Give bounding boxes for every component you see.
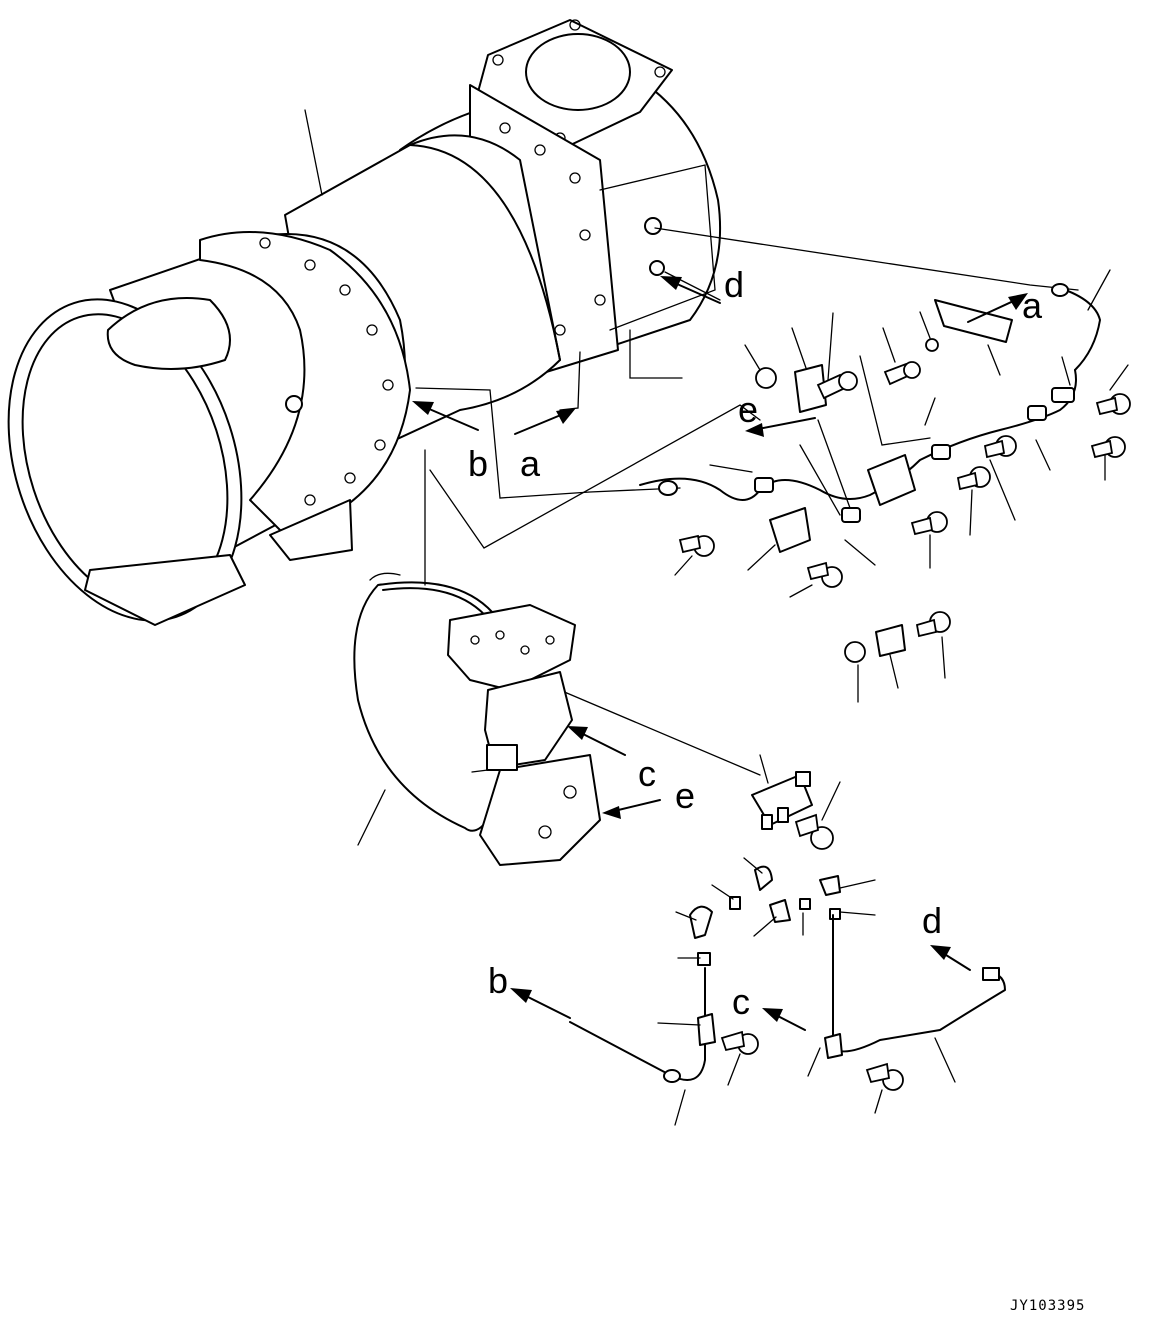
pressure-sensor-assembly bbox=[569, 771, 1006, 1091]
part-leaders-upper bbox=[674, 269, 1129, 703]
callout-d-upper: d bbox=[724, 264, 744, 305]
callout-b-lower: b bbox=[488, 960, 508, 1001]
drawing-code: JY103395 bbox=[1010, 1298, 1085, 1314]
callout-e-middle: e bbox=[675, 775, 695, 816]
part-leaders-lower bbox=[657, 754, 956, 1126]
callout-c-middle: c bbox=[638, 753, 656, 794]
aftertreatment-housing bbox=[7, 19, 722, 626]
callout-c-lower: c bbox=[732, 981, 750, 1022]
callout-labels: d a e b a c e d b c bbox=[468, 264, 1043, 1022]
callout-a-right: a bbox=[1022, 285, 1043, 326]
callout-d-lower: d bbox=[922, 900, 942, 941]
fastener-set-upper bbox=[678, 338, 1131, 663]
callout-a-center: a bbox=[520, 443, 541, 484]
sensor-harness bbox=[639, 283, 1101, 657]
callout-b-upper: b bbox=[468, 443, 488, 484]
callout-e-upper: e bbox=[738, 389, 758, 430]
mounting-band-assembly bbox=[353, 572, 601, 866]
direction-arrows bbox=[412, 276, 1028, 1031]
